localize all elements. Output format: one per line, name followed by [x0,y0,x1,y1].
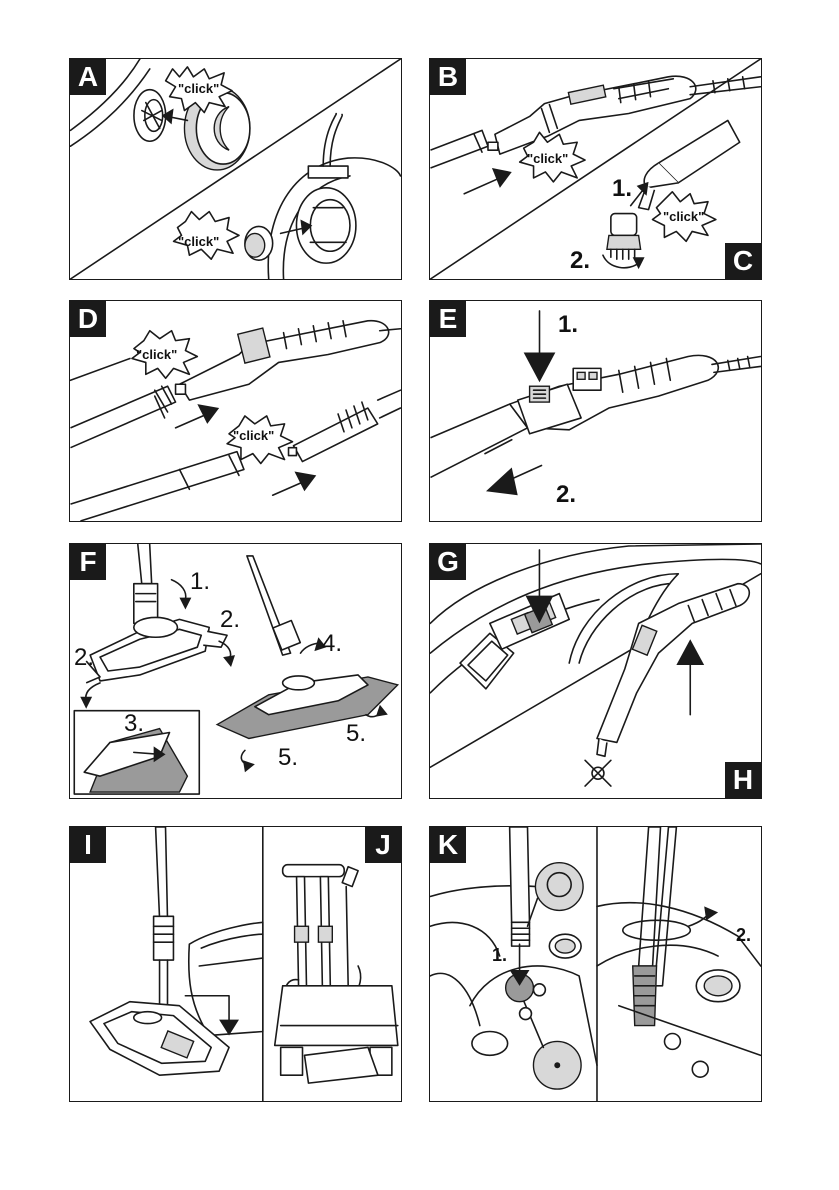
step-label: 2. [220,606,240,634]
panel-f-illustration [70,544,401,798]
panel-letter: H [725,762,761,798]
panel-letter: C [725,243,761,279]
panel-b-c: B C "click" "click" 1. 2. [429,58,762,280]
panel-letter: A [70,59,106,95]
panel-letter: J [365,827,401,863]
click-label: "click" [527,151,568,166]
panel-a-illustration [70,59,401,279]
panel-i-j-illustration [70,827,401,1101]
click-label: "click" [178,81,219,96]
step-label: 1. [190,568,210,596]
panel-a: A "click" "click" [69,58,402,280]
step-label: 5. [346,720,366,748]
panel-d: D "click" "click" [69,300,402,522]
panel-letter: B [430,59,466,95]
panel-letter: K [430,827,466,863]
panel-e: E 1. 2. [429,300,762,522]
step-label: 2. [556,481,576,509]
panel-d-illustration [70,301,401,521]
panel-g-h: G H [429,543,762,799]
step-label: 5. [278,744,298,772]
step-label: 1. [558,311,578,339]
panel-letter: G [430,544,466,580]
step-label: 1. [492,945,507,966]
panel-letter: F [70,544,106,580]
panel-g-h-illustration [430,544,761,798]
click-label: "click" [136,347,177,362]
step-label: 2. [736,925,751,946]
step-label: 2. [570,247,590,275]
step-label: 3. [124,710,144,738]
panel-e-illustration [430,301,761,521]
step-label: 1. [612,175,632,203]
click-label: "click" [178,234,219,249]
panel-letter: E [430,301,466,337]
panel-f: F 1. 2. 2. 3. 4. 5. 5. [69,543,402,799]
panel-i-j: I J [69,826,402,1102]
panel-k-illustration [430,827,761,1101]
click-label: "click" [663,209,704,224]
panel-k: K 1. 2. [429,826,762,1102]
click-label: "click" [233,428,274,443]
panel-letter: D [70,301,106,337]
step-label: 2. [74,644,94,672]
panel-b-c-illustration [430,59,761,279]
step-label: 4. [322,630,342,658]
panel-letter: I [70,827,106,863]
